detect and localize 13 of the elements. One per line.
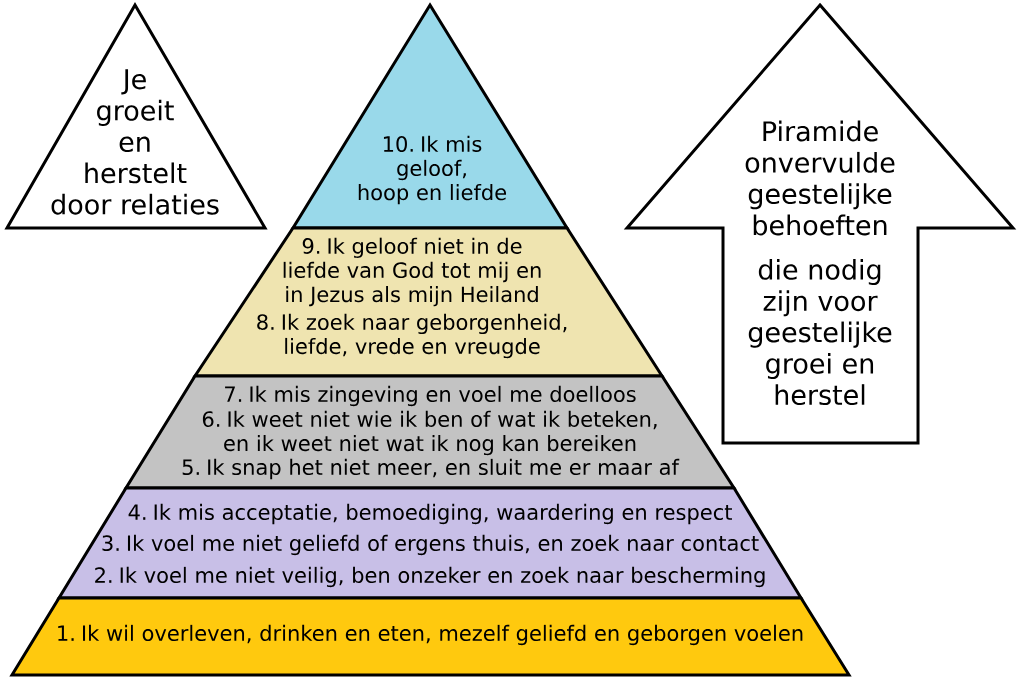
need-text: 4. Ik mis acceptatie, bemoediging, waardering en respect xyxy=(128,503,732,525)
need-text: 3. Ik voel me niet geliefd of ergens thuis, en zoek naar contact xyxy=(102,534,759,556)
need-text: 1. Ik wil overleven, drinken en eten, mezelf geliefd en geborgen voelen xyxy=(58,624,803,646)
need-text: 9. Ik geloof niet in de liefde van God tot mij en in Jezus als mijn Heiland xyxy=(283,237,541,307)
need-text: Je groeit en herstelt door relaties xyxy=(51,69,219,215)
need-text: 6. Ik weet niet wie ik ben of wat ik beteken, en ik weet niet wat ik nog kan bereiken xyxy=(202,410,657,456)
need-text: Piramide onvervulde geestelijke behoeften xyxy=(745,120,895,236)
need-text: 10. Ik mis geloof, hoop en liefde xyxy=(358,135,507,205)
need-text: 2. Ik voel me niet veilig, ben onzeker en zoek naar bescherming xyxy=(95,566,765,588)
need-text: die nodig zijn voor geestelijke groei en herstel xyxy=(748,258,892,406)
need-text: 8. Ik zoek naar geborgenheid, liefde, vrede en vreugde xyxy=(257,313,567,359)
need-text: 5. Ik snap het niet meer, en sluit me er maar af xyxy=(182,458,680,480)
need-text: 7. Ik mis zingeving en voel me doelloos xyxy=(225,385,636,407)
